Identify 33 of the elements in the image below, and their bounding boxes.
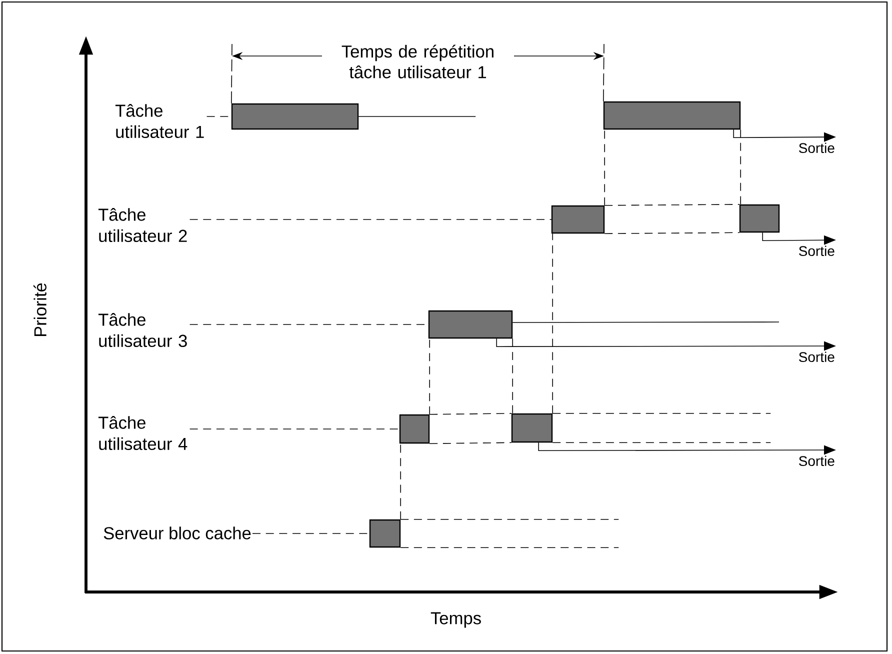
execution-bar (551, 205, 605, 234)
dashed-connector (189, 428, 400, 430)
execution-bar (369, 519, 401, 548)
task-label: Tâche utilisateur 4 (98, 416, 188, 450)
task-label: Tâche utilisateur 3 (98, 313, 187, 348)
execution-bar (739, 204, 780, 233)
task-label: Serveur bloc cache (104, 526, 251, 540)
dashed-connector (189, 219, 552, 220)
axis-title: Temps (430, 612, 481, 628)
task-label: Tâche utilisateur 2 (98, 208, 187, 242)
exit-label: Sortie (799, 246, 834, 256)
dashed-connector (429, 442, 512, 444)
dashed-connector (604, 129, 605, 206)
dashed-connector (740, 129, 741, 205)
dashed-connector (552, 233, 553, 414)
dashed-connector (429, 338, 430, 415)
execution-bar (399, 414, 430, 444)
execution-bar (511, 413, 553, 443)
task-label: Tâche utilisateur 1 (115, 104, 204, 138)
dashed-connector (400, 443, 401, 520)
dimension-label: Temps de répétition tâche utilisateur 1 (322, 43, 514, 80)
dashed-connector (604, 204, 740, 206)
dashed-connector (512, 338, 513, 414)
dashed-connector (429, 413, 512, 415)
execution-bar (231, 103, 359, 130)
axis-title: Priorité (34, 283, 46, 336)
execution-bar (603, 101, 741, 130)
execution-bar (428, 310, 513, 339)
dashed-connector (604, 232, 740, 234)
exit-label: Sortie (799, 352, 834, 362)
dashed-connector (252, 533, 370, 534)
exit-label: Sortie (799, 456, 834, 466)
exit-label: Sortie (799, 142, 834, 154)
